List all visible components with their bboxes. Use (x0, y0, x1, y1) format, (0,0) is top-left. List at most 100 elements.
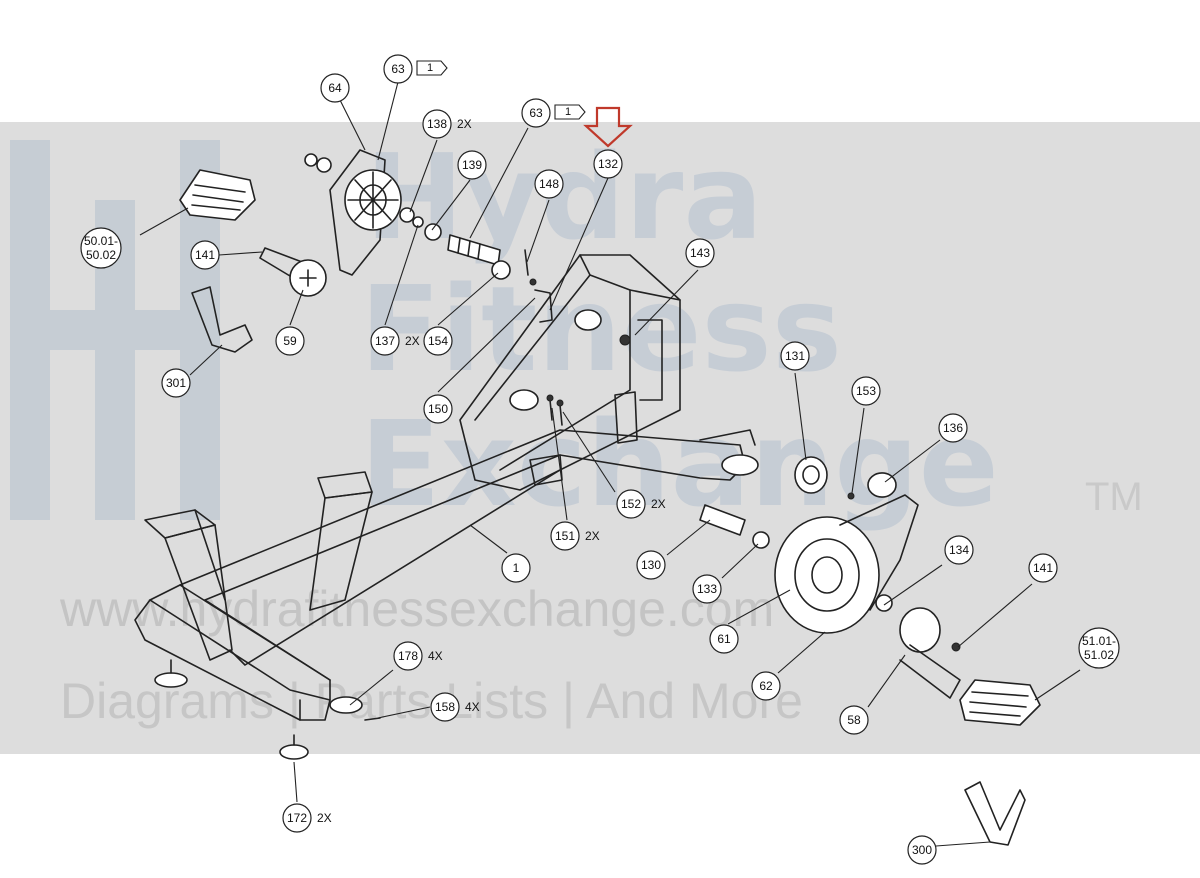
callout-number: 59 (283, 334, 297, 348)
watermark-brand-line3: Exchange (360, 395, 999, 533)
callout-circle (709, 624, 739, 654)
callout-number: 300 (912, 843, 932, 857)
callout-circle (636, 550, 666, 580)
callout-143: 143 (685, 238, 715, 268)
callout-circle (423, 326, 453, 356)
callout-quantity: 4X (428, 649, 443, 663)
callout-circle (282, 803, 312, 833)
revision-flag-shape (416, 60, 448, 76)
callout-158: 158 4X (430, 692, 480, 722)
callout-number: 138 (427, 117, 447, 131)
watermark-logo (10, 140, 220, 520)
callout-63a: 63 (383, 54, 413, 84)
callout-number: 148 (539, 177, 559, 191)
callout-number: 139 (462, 158, 482, 172)
callout-quantity: 2X (405, 334, 420, 348)
callout-number: 158 (435, 700, 455, 714)
callout-number: 136 (943, 421, 963, 435)
callout-circle (430, 692, 460, 722)
callout-circle (907, 835, 937, 865)
callout-148: 148 (534, 169, 564, 199)
part-pulley-left (329, 149, 402, 276)
callout-64: 64 (320, 73, 350, 103)
callout-301: 301 (161, 368, 191, 398)
callout-51: 51.01-51.02 (1078, 627, 1120, 669)
callout-number: 130 (641, 558, 661, 572)
callout-number: 152 (621, 497, 641, 511)
callout-139: 139 (457, 150, 487, 180)
callout-58: 58 (839, 705, 869, 735)
callout-number: 172 (287, 811, 307, 825)
callout-circle (616, 489, 646, 519)
callout-150: 150 (423, 394, 453, 424)
callout-circle (422, 109, 452, 139)
callout-circle (501, 553, 531, 583)
callout-61: 61 (709, 624, 739, 654)
callout-number: 133 (697, 582, 717, 596)
callout-number: 61 (717, 632, 731, 646)
callout-number: 50.01- (84, 234, 118, 248)
callout-131: 131 (780, 341, 810, 371)
callout-number: 301 (166, 376, 186, 390)
callout-132: 132 (593, 149, 623, 179)
callout-153: 153 (851, 376, 881, 406)
callout-circle (839, 705, 869, 735)
leader-lines (139, 81, 1081, 847)
callout-number: 64 (328, 81, 342, 95)
part-strap-left (191, 286, 253, 353)
watermark-trademark: TM (1085, 475, 1143, 519)
revision-flag-label: 1 (565, 106, 571, 118)
callout-59: 59 (275, 326, 305, 356)
callout-circle (457, 150, 487, 180)
callout-circle (275, 326, 305, 356)
callout-133: 133 (692, 574, 722, 604)
revision-flag-label: 1 (427, 62, 433, 74)
highlight-arrow-shape (583, 106, 633, 148)
part-crank-right (899, 607, 961, 699)
callout-number: 63 (391, 62, 405, 76)
callout-154: 154 (423, 326, 453, 356)
callout-quantity: 4X (465, 700, 480, 714)
callout-circle (190, 240, 220, 270)
callout-number: 58 (847, 713, 861, 727)
callout-circle (80, 227, 122, 269)
callout-1: 1 (501, 553, 531, 583)
watermark: Hydra Fitness Exchange TM www.hydrafitne… (0, 122, 1200, 754)
callout-number: 141 (1033, 561, 1053, 575)
callout-circle (1028, 553, 1058, 583)
callout-number: 150 (428, 402, 448, 416)
revision-flag-b: 1 (554, 104, 586, 120)
callout-circle (780, 341, 810, 371)
highlight-arrow (583, 106, 633, 148)
callout-number: 1 (513, 561, 520, 575)
part-leveler-feet (154, 659, 381, 760)
callout-circle (685, 238, 715, 268)
callout-number: 132 (598, 157, 618, 171)
revision-flag-a: 1 (416, 60, 448, 76)
part-pedal-left (179, 169, 256, 221)
callout-quantity: 2X (585, 529, 600, 543)
revision-flag-shape (554, 104, 586, 120)
callout-circle (521, 98, 551, 128)
callout-50: 50.01-50.02 (80, 227, 122, 269)
callout-circle (423, 394, 453, 424)
callout-number: 141 (195, 248, 215, 262)
callout-141b: 141 (1028, 553, 1058, 583)
part-pedal-right (959, 679, 1041, 726)
callout-circle (751, 671, 781, 701)
callout-number: 63 (529, 106, 543, 120)
callout-number: 153 (856, 384, 876, 398)
callout-136: 136 (938, 413, 968, 443)
part-strap-right (964, 781, 1026, 846)
callout-circle (692, 574, 722, 604)
callout-number: 131 (785, 349, 805, 363)
callout-number-line2: 51.02 (1084, 648, 1114, 662)
callout-300: 300 (907, 835, 937, 865)
